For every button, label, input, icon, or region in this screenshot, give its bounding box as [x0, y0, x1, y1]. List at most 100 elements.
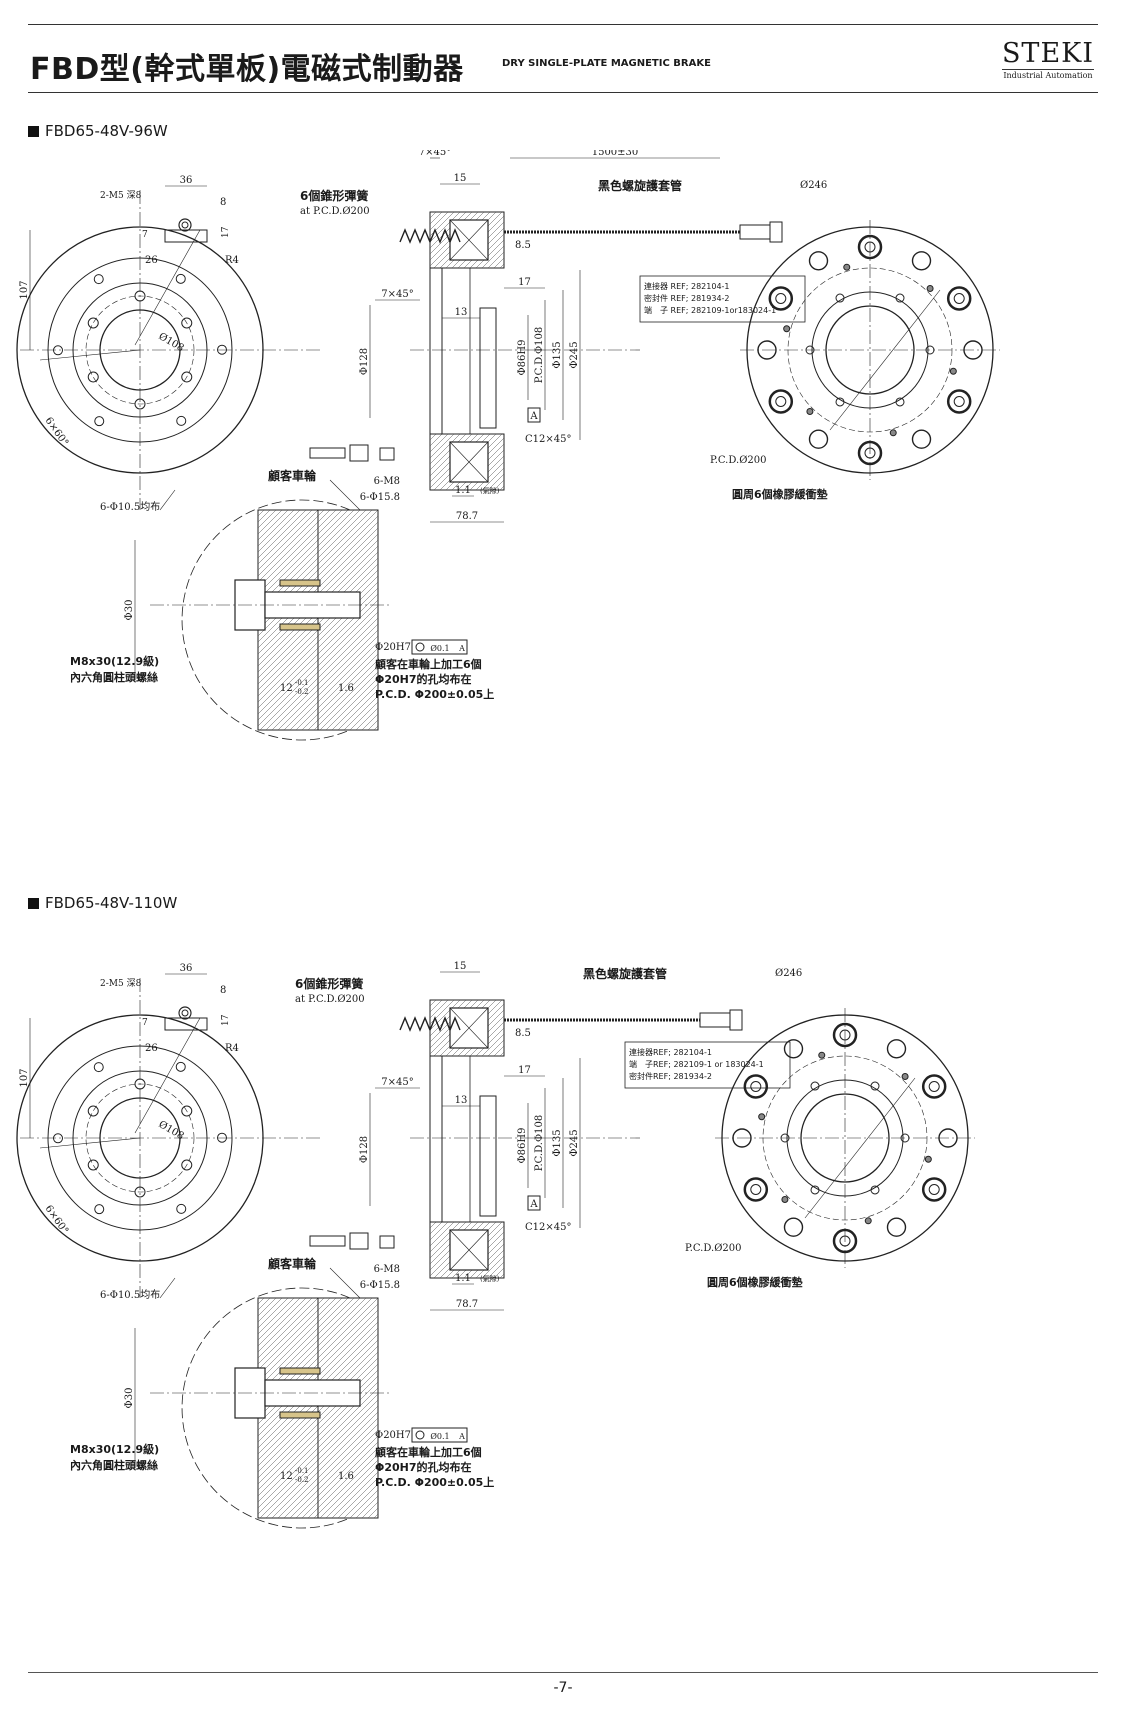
hatch-line	[429, 1221, 443, 1235]
hatch-line	[493, 1045, 505, 1057]
hatch-line	[301, 713, 319, 731]
hatch-line	[259, 1459, 319, 1519]
hatch-line	[429, 433, 449, 453]
rubber-pad-circle	[750, 1081, 762, 1092]
hatch-line	[361, 1501, 379, 1519]
armature-plate-rect	[429, 267, 443, 435]
hatch-line	[429, 1221, 449, 1241]
rubber-pad-circle	[832, 1228, 858, 1254]
mid-ring-circle	[47, 1045, 233, 1231]
rubber-pad-circle	[928, 1081, 940, 1092]
hatch-line	[343, 1483, 379, 1519]
dim-m5: 2-M5 深8	[100, 978, 142, 989]
bushing-rect	[279, 623, 321, 631]
outer-disc-circle	[16, 1014, 264, 1262]
mount-hole-circle	[87, 371, 99, 383]
hatch-line	[317, 1297, 325, 1305]
dim-107: 107	[19, 280, 30, 299]
leader-line	[159, 489, 176, 511]
mount-hole-circle	[93, 1062, 104, 1073]
connector-plug-rect	[729, 1009, 743, 1031]
dim-c12: C12×45°	[525, 434, 571, 445]
bore-circle	[99, 309, 181, 391]
label-customer-wheel: 顧客車輪	[268, 1256, 317, 1271]
washer-rect	[349, 444, 369, 462]
connector-rect	[739, 224, 771, 240]
hatch-line	[355, 707, 379, 731]
connector-info-line: 密封件REF; 281934-2	[629, 1071, 712, 1081]
cushion-dot	[889, 429, 897, 437]
hatch-line	[257, 533, 319, 595]
cushion-dot	[924, 1155, 932, 1163]
mount-hole-circle	[175, 1061, 186, 1072]
hatch-line	[313, 725, 319, 731]
dim-78-7: 78.7	[456, 511, 478, 522]
hatch-line	[257, 509, 313, 565]
hatch-line	[257, 509, 307, 559]
hatch-line	[257, 1429, 319, 1491]
hatch-line	[487, 1039, 505, 1057]
rubber-pad-circle	[839, 1235, 851, 1247]
mount-hole-circle	[181, 1105, 193, 1117]
hatch-line	[257, 1327, 319, 1389]
tolerance-frame	[411, 1427, 468, 1443]
dim-r4: R4	[225, 255, 239, 266]
connector-info-box	[639, 275, 806, 323]
page-title: FBD型(幹式單板)電磁式制動器	[30, 52, 464, 87]
end-bore-circle	[800, 1093, 890, 1183]
hatch-line	[325, 677, 379, 731]
hatch-line	[317, 1393, 379, 1455]
dim-tol-down: -0.2	[295, 1476, 309, 1484]
dim-6-phi15-8: 6-Φ15.8	[360, 1280, 400, 1291]
dim-tol-up: -0.1	[295, 1467, 309, 1475]
tolerance-datum: A	[458, 644, 465, 653]
hatch-line	[429, 433, 461, 465]
end-ring-circle	[786, 1079, 904, 1197]
hatch-line	[257, 647, 319, 709]
mount-hole-circle	[87, 1159, 99, 1171]
hatch-line	[277, 689, 319, 731]
mount-hole-circle	[87, 1105, 99, 1117]
dim-phi30: Φ30	[124, 600, 135, 621]
hatch-line	[257, 509, 319, 571]
dim-15: 15	[454, 961, 467, 972]
dim-pcd108: P.C.D.Φ108	[534, 1115, 545, 1171]
dim-air-gap-note: (氣隙)	[480, 1274, 500, 1283]
hatch-line	[331, 1471, 379, 1519]
mount-hole-circle	[181, 371, 193, 383]
hatch-line	[317, 1399, 379, 1461]
dim-26: 26	[145, 1043, 158, 1054]
drawing-fbd65-110w: 362-M5 深8871726R4107Ø1086×60°6-Φ10.5均布ST…	[16, 961, 975, 1529]
hatch-line	[429, 433, 467, 471]
hatch-line	[257, 1309, 319, 1371]
page-number: -7-	[553, 1680, 573, 1696]
leader-line	[134, 1017, 201, 1134]
dim-6-holes: 6-Φ10.5均布	[100, 501, 160, 513]
hatch-line	[429, 211, 467, 249]
hatch-line	[317, 1297, 355, 1335]
cushion-dot	[818, 1051, 826, 1059]
hatch-line	[429, 1221, 467, 1259]
hatch-line	[331, 683, 379, 731]
dim-36: 36	[180, 175, 193, 186]
hub-rect	[479, 1095, 497, 1217]
hatch-line	[317, 1321, 379, 1383]
mount-hole-circle	[93, 274, 104, 285]
hatch-line	[475, 461, 505, 491]
hatch-line	[257, 509, 295, 547]
label-cone-springs: 6個錐形彈簧	[295, 976, 363, 991]
label-screw-type: 內六角圓柱頭螺絲	[70, 670, 158, 684]
rubber-pad-circle	[921, 1074, 947, 1099]
hatch-line	[317, 509, 367, 559]
hatch-line	[429, 999, 437, 1007]
hatch-line	[429, 211, 443, 225]
section-model-label: FBD65-48V-96W	[45, 122, 168, 140]
hatch-line	[317, 611, 379, 673]
dim-7: 7	[142, 1018, 148, 1028]
hatch-line	[317, 1297, 349, 1329]
bullet-square-icon	[28, 126, 39, 137]
dim-8: 8	[220, 985, 226, 996]
spring-hole-circle	[886, 1039, 907, 1059]
hatch-line	[257, 665, 319, 727]
hatch-line	[317, 509, 379, 571]
